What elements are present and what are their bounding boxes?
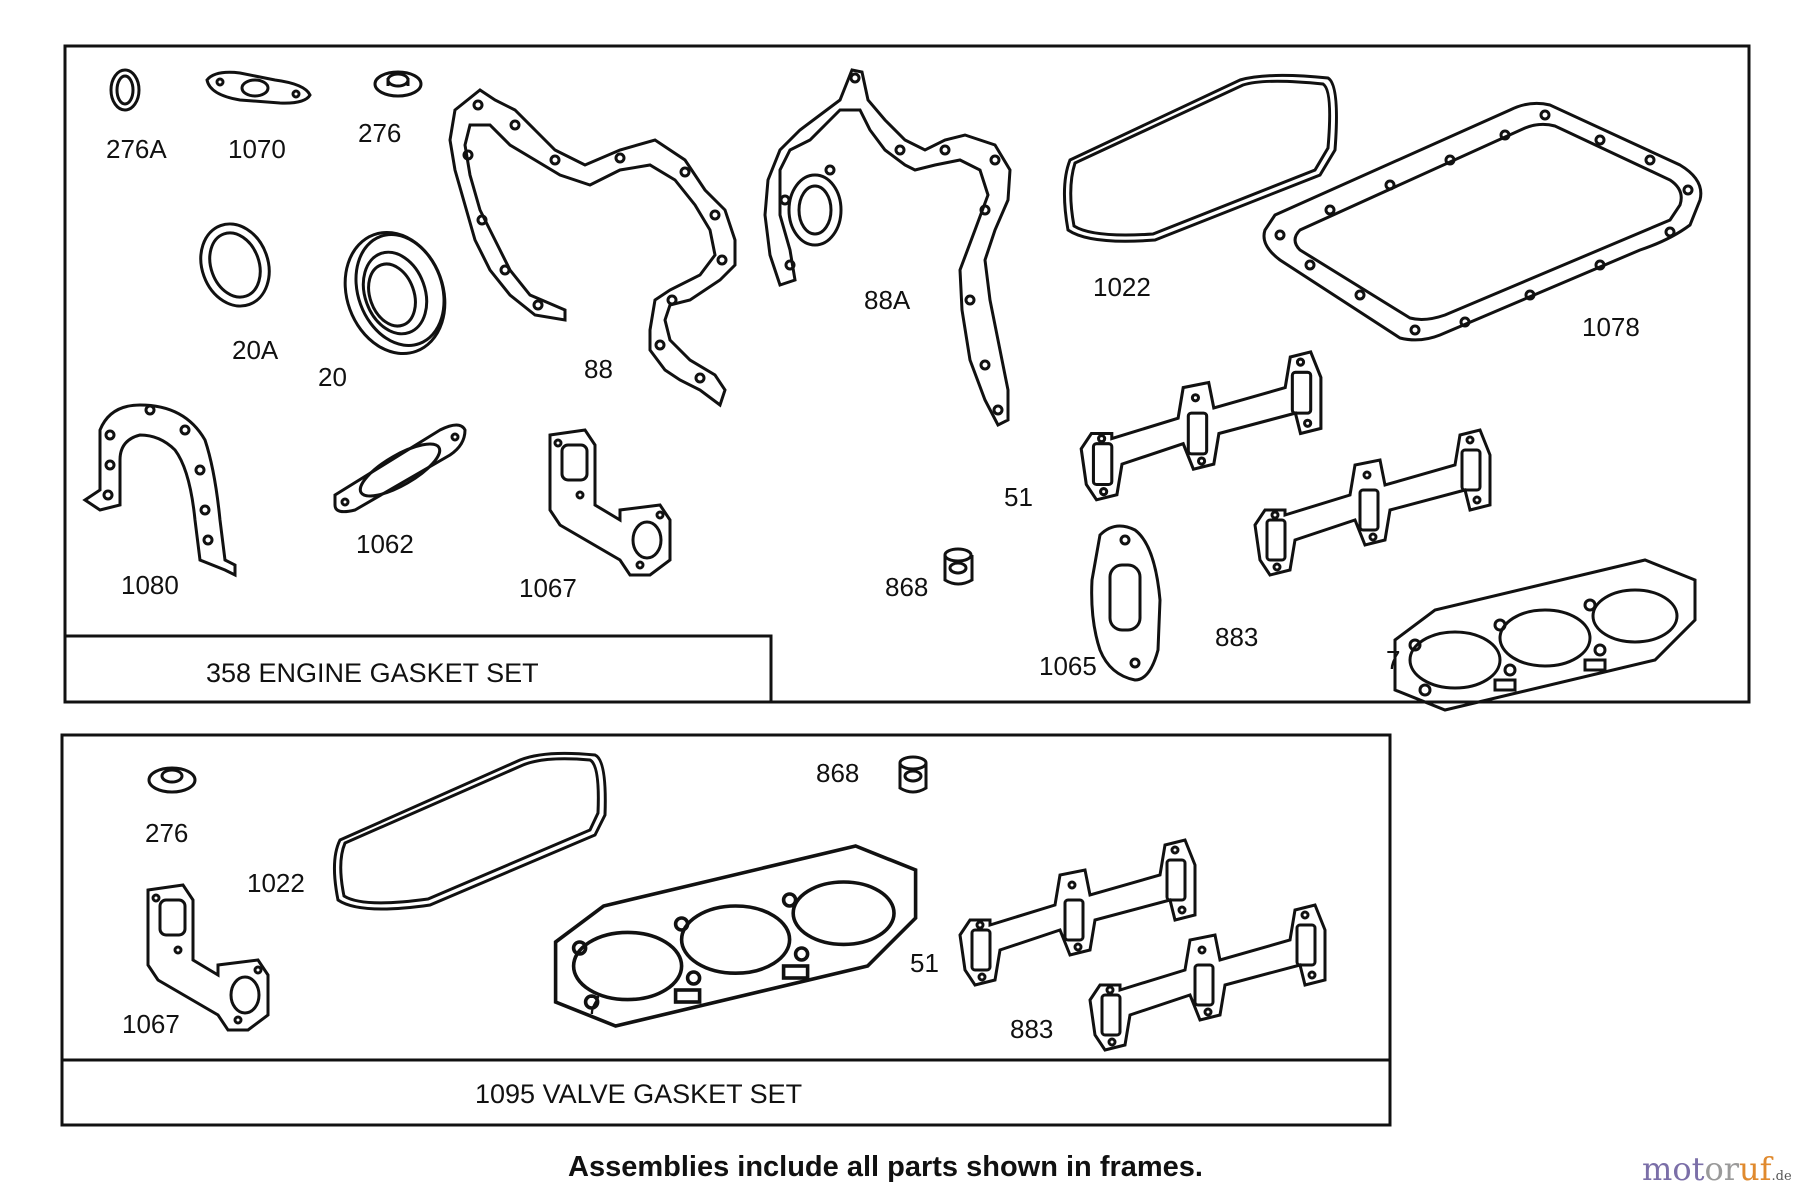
- part-7-upper: [1393, 558, 1697, 712]
- part-1062: [333, 423, 467, 514]
- part-88A: [763, 68, 1012, 428]
- label-1022-upper: 1022: [1093, 272, 1151, 302]
- label-868-upper: 868: [885, 572, 929, 602]
- part-1022-lower: [333, 751, 607, 911]
- label-1070: 1070: [228, 134, 286, 164]
- watermark-part2: or: [1704, 1150, 1740, 1188]
- part-868-lower: [898, 755, 928, 794]
- label-1067-upper: 1067: [519, 573, 577, 603]
- valve-set-frame: [60, 733, 1392, 1127]
- label-1067-lower: 1067: [122, 1009, 180, 1039]
- part-20A: [199, 222, 271, 308]
- label-7-lower: 7: [586, 990, 601, 1020]
- part-883-upper: [1253, 428, 1492, 577]
- part-1065: [1090, 524, 1162, 682]
- label-276-lower: 276: [145, 818, 189, 848]
- watermark-logo[interactable]: motoruf.de: [1642, 1150, 1792, 1188]
- part-51-upper: [1079, 350, 1323, 502]
- part-1067-upper: [548, 428, 672, 577]
- engine-set-frame: [63, 44, 1751, 704]
- part-868-upper: [943, 547, 974, 586]
- label-88: 88: [584, 354, 613, 384]
- watermark-part1: mot: [1642, 1150, 1705, 1188]
- label-1080: 1080: [121, 570, 179, 600]
- footer-note: Assemblies include all parts shown in fr…: [568, 1151, 1203, 1183]
- label-883-upper: 883: [1215, 622, 1259, 652]
- label-1022-lower: 1022: [247, 868, 305, 898]
- part-7-lower: [553, 844, 918, 1028]
- label-51-lower: 51: [910, 948, 939, 978]
- part-276-lower: [147, 766, 197, 794]
- part-276A: [109, 68, 141, 112]
- label-20A: 20A: [232, 335, 279, 365]
- label-276-upper: 276: [358, 118, 402, 148]
- part-88: [448, 88, 737, 408]
- part-276-upper: [373, 70, 423, 98]
- label-1062: 1062: [356, 529, 414, 559]
- part-51-lower: [958, 838, 1197, 987]
- label-20: 20: [318, 362, 347, 392]
- label-88A: 88A: [864, 285, 911, 315]
- label-868-lower: 868: [816, 758, 860, 788]
- watermark-part3: uf: [1739, 1150, 1772, 1188]
- label-276A: 276A: [106, 134, 167, 164]
- label-1078: 1078: [1582, 312, 1640, 342]
- label-1065: 1065: [1039, 651, 1097, 681]
- part-1022-upper: [1062, 73, 1338, 243]
- label-7-upper: 7: [1386, 645, 1401, 675]
- engine-set-title: 358 ENGINE GASKET SET: [206, 658, 539, 688]
- part-1080: [82, 403, 237, 578]
- part-883-lower: [1088, 903, 1327, 1052]
- part-1070: [205, 70, 312, 105]
- watermark-part4: .de: [1771, 1169, 1792, 1184]
- part-1078: [1262, 101, 1703, 342]
- part-20: [343, 230, 447, 356]
- label-883-lower: 883: [1010, 1014, 1054, 1044]
- label-51-upper: 51: [1004, 482, 1033, 512]
- valve-set-title: 1095 VALVE GASKET SET: [475, 1079, 803, 1109]
- engine-set-title-box: [65, 634, 773, 702]
